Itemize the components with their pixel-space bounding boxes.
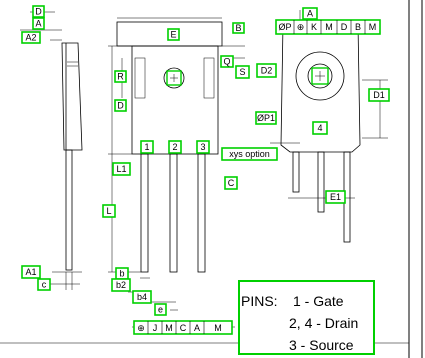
tolerance-frame-top: A ØP ⊕ K M D B M [275,7,381,35]
tol-top-cell-5: B [355,22,361,32]
dim-P1: ØP1 [257,113,275,123]
dim-b2: b2 [116,280,126,290]
pin-4-label: 4 [317,123,322,133]
tol-top-cell-6: M [369,22,377,32]
tol-bottom-cell-0: ⊕ [137,323,145,333]
dim-B: B [235,23,241,33]
dim-A: A [35,19,41,29]
tol-top-cell-4: D [341,22,348,32]
tol-bottom-cell-5: M [214,323,222,333]
dim-b: b [119,269,124,279]
tol-bottom-cell-1: J [153,323,158,333]
tol-top-cell-3: M [325,22,333,32]
tol-bottom-cell-4: A [194,323,200,333]
dim-S: S [239,67,245,77]
dim-Q: Q [223,57,230,67]
pins-title: PINS: [241,293,278,309]
back-lead-2 [317,151,325,213]
pin-3-label: 3 [200,142,205,152]
back-view [270,10,388,243]
xys-option-label: xys option [229,149,270,159]
front-lead-2 [169,153,178,273]
dimension-labels: D A A2 E B R D Q S D2 D1 ØP1 4 1 2 3 xys [21,5,390,316]
dim-R: R [117,72,124,82]
dim-L1: L1 [116,164,126,174]
pin-2-label: 2 [172,142,177,152]
dim-D2: D2 [261,66,273,76]
front-mount-hole [163,67,185,89]
dim-C: C [228,178,235,188]
tolerance-top-datum: A [307,9,313,19]
tol-top-cell-0: ØP [278,22,291,32]
tol-bottom-cell-2: M [165,323,173,333]
dim-c: c [42,280,47,290]
dim-L: L [106,206,111,216]
dim-D: D [35,7,42,17]
tolerance-frame-bottom: ⊕ J M C A M [133,320,233,335]
dim-D1: D1 [373,90,385,100]
dim-b4: b4 [137,292,147,302]
side-view [20,11,83,290]
side-body [61,42,83,151]
tol-top-cell-2: K [311,22,317,32]
pin-1-label: 1 [144,142,149,152]
side-lead [65,149,73,271]
back-mount-hole [307,63,333,89]
tol-bottom-cell-3: C [180,323,187,333]
dim-E: E [170,30,176,40]
pins-legend: PINS: 1 - Gate 2, 4 - Drain 3 - Source [238,280,375,355]
pins-line-2: 2, 4 - Drain [289,315,358,331]
hole-markers [166,67,329,86]
front-lead-3 [197,153,206,273]
dim-D-height: D [117,101,124,111]
back-pad [295,51,345,101]
tol-top-cell-1: ⊕ [297,22,305,32]
dim-A2: A2 [25,33,36,43]
pins-line-1: 1 - Gate [293,293,344,309]
front-view [108,17,245,328]
dim-e: e [158,305,163,315]
dim-A1: A1 [25,267,36,277]
dim-E1: E1 [330,192,341,202]
front-lead-1 [140,153,149,273]
pins-line-3: 3 - Source [289,337,354,353]
back-lead-1 [292,151,300,193]
